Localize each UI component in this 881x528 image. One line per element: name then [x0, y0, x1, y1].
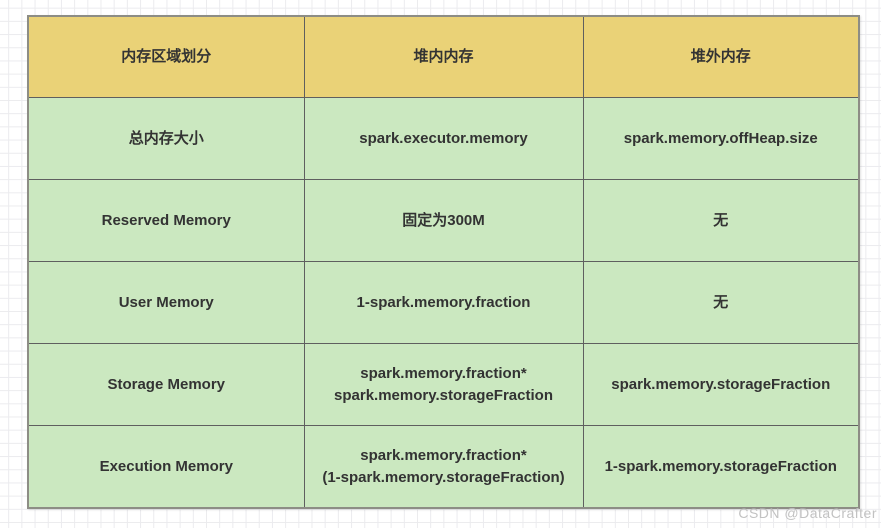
cell-execution-memory-label: Execution Memory: [27, 425, 305, 509]
cell-total-memory-on-heap: spark.executor.memory: [303, 97, 584, 180]
table-row-reserved-memory: Reserved Memory 固定为300M 无: [27, 179, 860, 262]
header-cell-on-heap: 堆内内存: [303, 15, 584, 98]
header-cell-off-heap: 堆外内存: [582, 15, 860, 98]
cell-user-memory-label: User Memory: [27, 261, 305, 344]
cell-storage-memory-label: Storage Memory: [27, 343, 305, 426]
table-header-row: 内存区域划分 堆内内存 堆外内存: [27, 15, 860, 98]
cell-total-memory-label: 总内存大小: [27, 97, 305, 180]
cell-total-memory-off-heap: spark.memory.offHeap.size: [582, 97, 860, 180]
cell-execution-memory-on-heap: spark.memory.fraction* (1-spark.memory.s…: [303, 425, 584, 509]
table-row-storage-memory: Storage Memory spark.memory.fraction* sp…: [27, 343, 860, 426]
cell-user-memory-on-heap: 1-spark.memory.fraction: [303, 261, 584, 344]
table-row-user-memory: User Memory 1-spark.memory.fraction 无: [27, 261, 860, 344]
cell-storage-memory-on-heap: spark.memory.fraction* spark.memory.stor…: [303, 343, 584, 426]
csdn-watermark: CSDN @DataCrafter: [738, 505, 877, 521]
table-row-total-memory: 总内存大小 spark.executor.memory spark.memory…: [27, 97, 860, 180]
cell-execution-memory-off-heap: 1-spark.memory.storageFraction: [582, 425, 860, 509]
spark-memory-table: 内存区域划分 堆内内存 堆外内存 总内存大小 spark.executor.me…: [27, 15, 860, 509]
cell-reserved-memory-on-heap: 固定为300M: [303, 179, 584, 262]
cell-reserved-memory-off-heap: 无: [582, 179, 860, 262]
cell-user-memory-off-heap: 无: [582, 261, 860, 344]
header-cell-memory-region: 内存区域划分: [27, 15, 305, 98]
table-row-execution-memory: Execution Memory spark.memory.fraction* …: [27, 425, 860, 509]
cell-reserved-memory-label: Reserved Memory: [27, 179, 305, 262]
cell-storage-memory-off-heap: spark.memory.storageFraction: [582, 343, 860, 426]
